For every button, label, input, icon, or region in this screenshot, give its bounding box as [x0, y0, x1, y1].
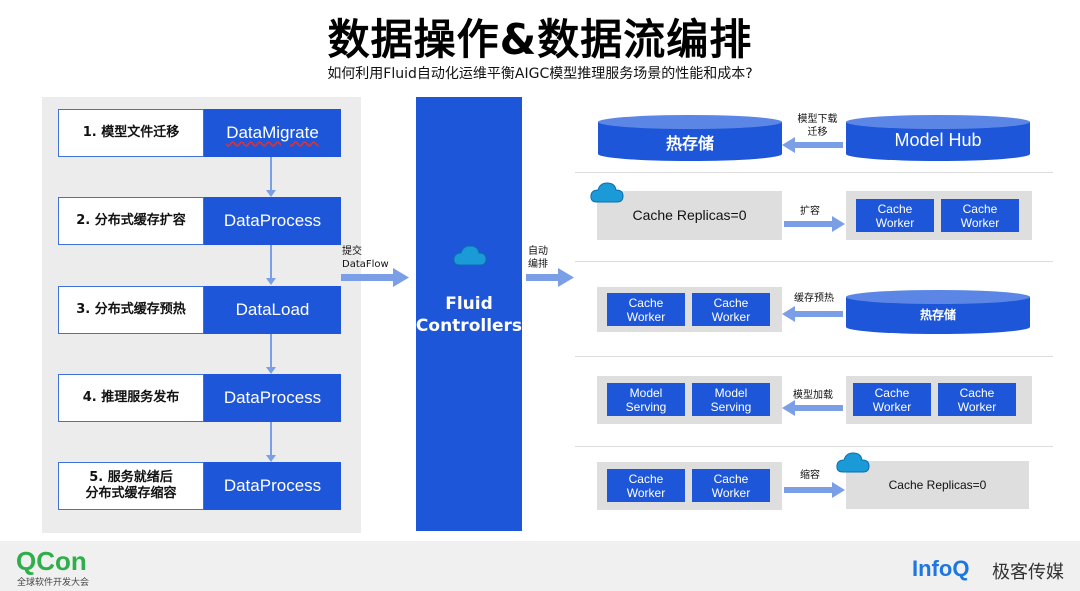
left-arrow-icon	[782, 137, 843, 153]
infoq-logo: InfoQ	[912, 556, 970, 581]
model-load-label: 模型加载	[793, 390, 833, 401]
page-subtitle: 如何利用Fluid自动化运维平衡AIGC模型推理服务场景的性能和成本?	[327, 66, 753, 82]
down-arrow-icon	[266, 367, 276, 374]
cache-replicas-box	[846, 461, 1029, 509]
down-arrow-icon	[266, 278, 276, 285]
row-divider	[575, 261, 1053, 262]
step-connector	[270, 245, 272, 279]
cache-replicas-text: Cache Replicas=0	[888, 478, 987, 492]
right-arrow-icon	[784, 482, 845, 498]
cloud-icon	[836, 452, 870, 473]
orchestrate-label: 自动 编排	[528, 245, 548, 271]
step-5-label: 5. 服务就绪后 分布式缓存缩容	[58, 462, 204, 510]
right-arrow-icon	[784, 216, 845, 232]
step-4-label: 4. 推理服务发布	[58, 374, 204, 422]
left-arrow-icon	[782, 306, 843, 322]
step-2-op: DataProcess	[204, 197, 341, 245]
footer-bar	[0, 541, 1080, 591]
cache-worker-node: Cache Worker	[607, 469, 685, 502]
model-hub-label: Model Hub	[894, 130, 982, 150]
orchestrate-arrow-icon	[526, 268, 574, 287]
step-1-op: DataMigrate	[204, 109, 341, 157]
hot-storage-label: 热存储	[919, 308, 956, 322]
cache-warmup-label: 缓存预热	[794, 293, 834, 304]
hot-storage-cylinder	[598, 115, 782, 161]
model-download-line2: 迁移	[807, 127, 828, 138]
cache-replicas-box	[597, 191, 782, 240]
row-divider	[575, 446, 1053, 447]
hot-storage-cylinder	[846, 290, 1030, 334]
cloud-icon	[453, 245, 487, 266]
cloud-icon	[590, 182, 624, 203]
step-3-label: 3. 分布式缓存预热	[58, 286, 204, 334]
left-arrow-icon	[782, 400, 843, 416]
dataflow-label-line1: 提交	[342, 246, 362, 257]
step-5: 5. 服务就绪后 分布式缓存缩容 DataProcess	[58, 462, 341, 510]
row-divider	[575, 356, 1053, 357]
step-connector	[270, 422, 272, 456]
qcon-subtitle: 全球软件开发大会	[17, 578, 90, 588]
cache-worker-node: Cache Worker	[692, 469, 770, 502]
orchestrate-label-line1: 自动	[528, 246, 548, 257]
step-1-label: 1. 模型文件迁移	[58, 109, 204, 157]
dataflow-label-line2: DataFlow	[342, 259, 389, 270]
fluid-controllers-title: Fluid Controllers	[400, 293, 538, 337]
model-serving-node: Model Serving	[607, 383, 685, 416]
cache-replicas-text: Cache Replicas=0	[632, 207, 747, 223]
cache-worker-node: Cache Worker	[938, 383, 1016, 416]
model-hub-cylinder	[846, 115, 1030, 161]
dataflow-label: 提交 DataFlow	[342, 245, 389, 271]
step-5-op: DataProcess	[204, 462, 341, 510]
submit-arrow-icon	[341, 268, 409, 287]
fluid-controllers-column	[416, 97, 522, 531]
cache-worker-node: Cache Worker	[941, 199, 1019, 232]
step-3: 3. 分布式缓存预热 DataLoad	[58, 286, 341, 334]
cache-worker-node: Cache Worker	[853, 383, 931, 416]
step-4: 4. 推理服务发布 DataProcess	[58, 374, 341, 422]
fluid-title-line2: Controllers	[415, 316, 523, 336]
step-connector	[270, 157, 272, 191]
row-divider	[575, 172, 1053, 173]
fluid-title-line1: Fluid	[445, 294, 493, 314]
down-arrow-icon	[266, 190, 276, 197]
cache-worker-node: Cache Worker	[692, 293, 770, 326]
scale-out-label: 扩容	[800, 206, 820, 217]
scale-in-label: 缩容	[800, 470, 820, 481]
cache-worker-node: Cache Worker	[856, 199, 934, 232]
qcon-logo: QCon	[16, 546, 87, 576]
step-2: 2. 分布式缓存扩容 DataProcess	[58, 197, 341, 245]
step-1: 1. 模型文件迁移 DataMigrate	[58, 109, 341, 157]
page-title: 数据操作&数据流编排	[327, 15, 753, 64]
cache-worker-node: Cache Worker	[607, 293, 685, 326]
down-arrow-icon	[266, 455, 276, 462]
hot-storage-label: 热存储	[665, 136, 714, 153]
model-download-label: 模型下载 迁移	[790, 113, 845, 139]
model-serving-node: Model Serving	[692, 383, 770, 416]
step-2-label: 2. 分布式缓存扩容	[58, 197, 204, 245]
model-download-line1: 模型下载	[797, 114, 838, 125]
orchestrate-label-line2: 编排	[528, 259, 548, 270]
step-3-op: DataLoad	[204, 286, 341, 334]
step-4-op: DataProcess	[204, 374, 341, 422]
infoq-cn-logo: 极客传媒	[992, 562, 1064, 583]
step-connector	[270, 334, 272, 368]
